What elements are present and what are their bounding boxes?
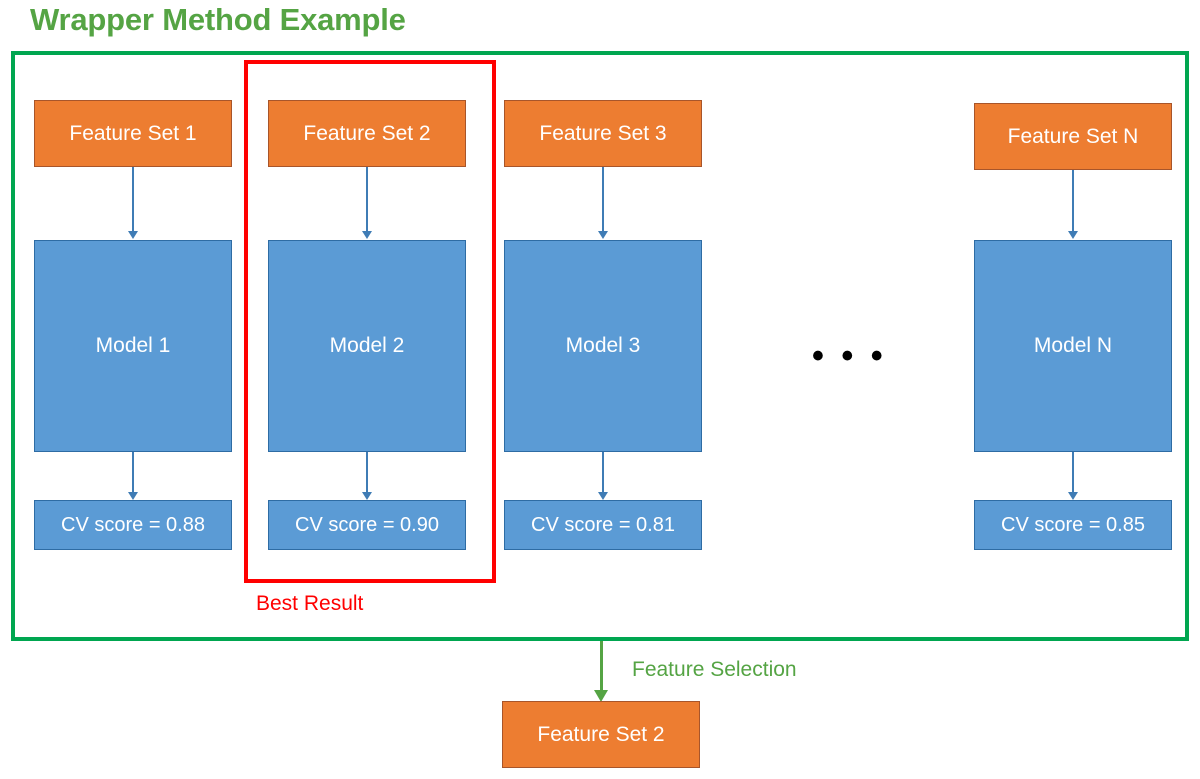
arrow-head-model-to-cv-2 [362,492,372,500]
arrow-featureset-to-model-1 [132,167,134,232]
cv-score-box-3[interactable]: CV score = 0.81 [504,500,702,550]
feature-selection-arrow-head [594,690,608,702]
arrow-head-model-to-cv-1 [128,492,138,500]
feature-set-box-n[interactable]: Feature Set N [974,103,1172,170]
page-title: Wrapper Method Example [30,2,406,37]
selected-feature-set-box[interactable]: Feature Set 2 [502,701,700,768]
arrow-head-featureset-to-model-n [1068,231,1078,239]
arrow-model-to-cv-3 [602,452,604,493]
arrow-head-model-to-cv-3 [598,492,608,500]
cv-score-box-2[interactable]: CV score = 0.90 [268,500,466,550]
feature-selection-label: Feature Selection [632,658,797,681]
arrow-head-model-to-cv-n [1068,492,1078,500]
ellipsis-more-columns: • • • [812,337,887,375]
cv-score-box-1[interactable]: CV score = 0.88 [34,500,232,550]
feature-selection-arrow-line [600,641,603,694]
arrow-head-featureset-to-model-1 [128,231,138,239]
arrow-featureset-to-model-2 [366,167,368,232]
arrow-head-featureset-to-model-3 [598,231,608,239]
model-box-n[interactable]: Model N [974,240,1172,452]
feature-set-box-3[interactable]: Feature Set 3 [504,100,702,167]
model-box-3[interactable]: Model 3 [504,240,702,452]
model-box-1[interactable]: Model 1 [34,240,232,452]
cv-score-box-n[interactable]: CV score = 0.85 [974,500,1172,550]
feature-set-box-1[interactable]: Feature Set 1 [34,100,232,167]
best-result-label: Best Result [256,592,364,615]
feature-set-box-2[interactable]: Feature Set 2 [268,100,466,167]
arrow-featureset-to-model-n [1072,170,1074,232]
best-result-highlight-frame [244,60,496,583]
arrow-head-featureset-to-model-2 [362,231,372,239]
arrow-model-to-cv-n [1072,452,1074,493]
arrow-model-to-cv-1 [132,452,134,493]
arrow-model-to-cv-2 [366,452,368,493]
wrapper-method-outer-frame [11,51,1189,641]
arrow-featureset-to-model-3 [602,167,604,232]
model-box-2[interactable]: Model 2 [268,240,466,452]
